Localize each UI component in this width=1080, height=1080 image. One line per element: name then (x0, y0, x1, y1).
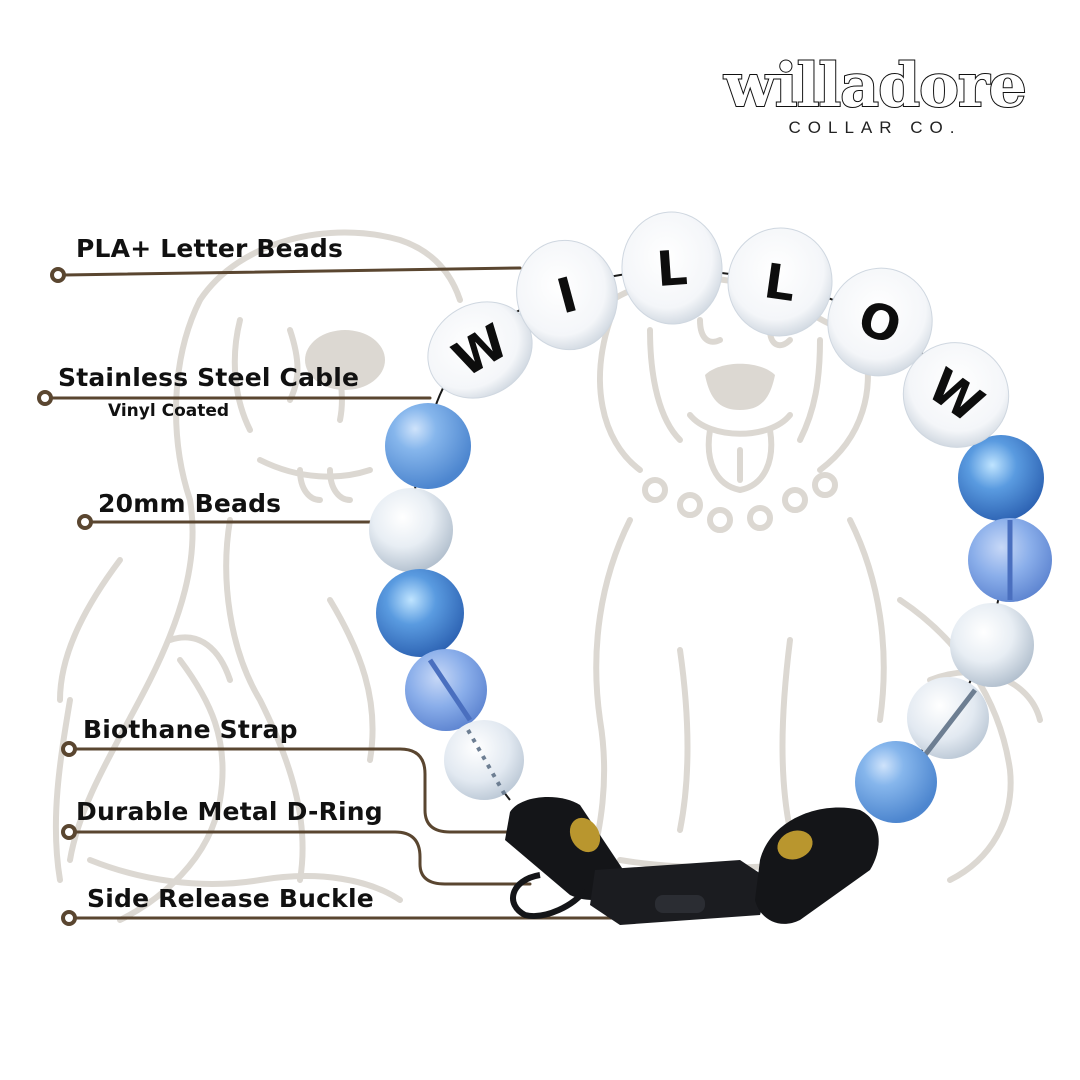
bead-sky-blue-right (855, 741, 937, 823)
letter-bead-w-2: W (902, 342, 1010, 448)
callout-label-steel-cable: Stainless Steel Cable (58, 363, 360, 392)
bead-blue-crackle (376, 569, 464, 657)
callout-label-biothane-strap: Biothane Strap (83, 715, 298, 744)
callout-label-d-ring: Durable Metal D-Ring (76, 797, 383, 826)
letter-bead-l-2: L (727, 227, 833, 337)
callout-label-buckle: Side Release Buckle (87, 884, 374, 913)
callout-line-steel-cable (37, 390, 432, 406)
svg-text:L: L (655, 240, 689, 298)
brand-tagline: COLLAR CO. (788, 118, 962, 137)
d-ring (510, 872, 588, 919)
bead-pearl-white (369, 488, 453, 572)
bead-blue-crackle-right (958, 435, 1044, 521)
bead-periwinkle-clear (968, 518, 1052, 602)
bead-pearl-white-right (950, 603, 1034, 687)
callout-line-letter-beads (50, 266, 522, 283)
callout-label-20mm-beads: 20mm Beads (98, 489, 282, 518)
letter-bead-i: I (516, 239, 618, 351)
letter-bead-l-1: L (621, 211, 723, 325)
brand-name: willadore (723, 51, 1028, 121)
side-release-buckle (590, 860, 770, 925)
callout-sublabel-vinyl-coated: Vinyl Coated (108, 401, 230, 421)
bead-frosted-clear (907, 677, 989, 759)
callout-line-biothane-strap (61, 741, 522, 834)
callout-line-d-ring (61, 824, 532, 886)
bead-periwinkle-frosted (405, 649, 487, 731)
callout-line-20mm-beads (77, 514, 374, 530)
letter-bead-o: O (827, 267, 933, 377)
bead-sky-blue (385, 403, 471, 489)
biothane-strap-right (755, 807, 879, 924)
letter-bead-w-1: W (427, 301, 533, 399)
callout-label-letter-beads: PLA+ Letter Beads (76, 234, 344, 263)
bead-clear-crackle (444, 720, 524, 800)
callout-line-buckle (61, 910, 672, 926)
brand-logo: willadore COLLAR CO. (700, 51, 1050, 138)
